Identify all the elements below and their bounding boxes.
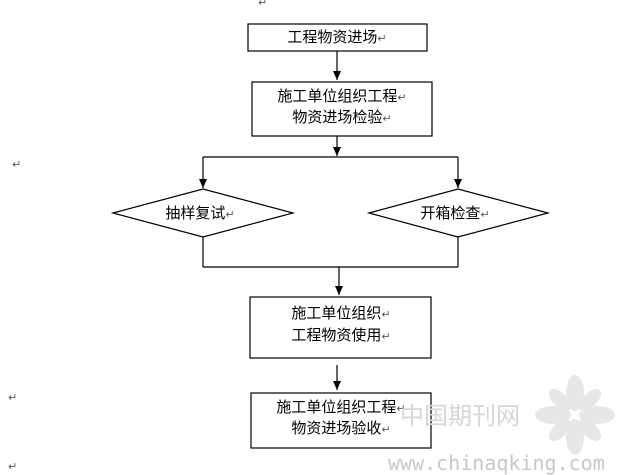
usage-box	[249, 296, 432, 359]
left-return-mark-1: ↵	[12, 158, 21, 171]
usage-label-line1: 施工单位组织↵	[291, 304, 390, 322]
top-return-mark: ↵	[258, 0, 267, 9]
entry-box	[247, 23, 428, 52]
inspection-label-line1: 施工单位组织工程↵	[277, 87, 406, 105]
sampling-label: 抽样复试↵	[165, 204, 234, 222]
acceptance-label-line1: 施工单位组织工程↵	[276, 398, 405, 416]
inspection-label-line2: 物资进场检验↵	[292, 108, 391, 126]
watermark-logo	[535, 375, 615, 455]
watermark-url: www.chinaqking.com	[388, 451, 605, 475]
entry-label: 工程物资进场↵	[287, 28, 386, 46]
inspection-box	[251, 81, 433, 137]
usage-label-line2: 工程物资使用↵	[291, 326, 390, 344]
watermark-cn: 中国期刊网	[400, 402, 520, 430]
left-return-mark-3: ↵	[8, 460, 17, 473]
acceptance-label-line2: 物资进场验收↵	[291, 419, 390, 437]
left-return-mark-2: ↵	[8, 391, 17, 404]
unboxing-diamond	[366, 188, 551, 238]
sampling-diamond	[110, 188, 296, 238]
unboxing-label: 开箱检查↵	[420, 204, 489, 222]
acceptance-box	[250, 392, 432, 449]
